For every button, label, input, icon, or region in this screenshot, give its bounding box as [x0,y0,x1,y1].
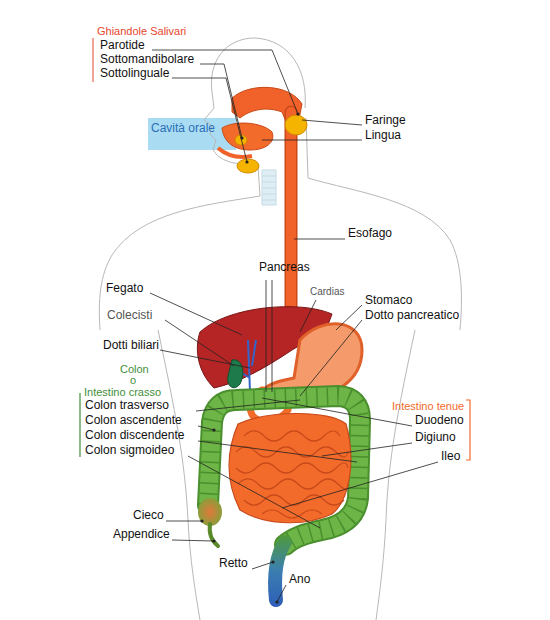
colon-bracket [79,393,80,457]
part-name: Cieco [133,508,164,522]
part-name: Sottolinguale [100,66,169,80]
part-name: Esofago [348,226,392,240]
part-name: Pancreas [259,260,310,274]
jaw [218,148,252,157]
part-name: Dotti biliari [103,338,159,352]
part-name: Digiuno [415,430,456,444]
part-name: Stomaco [365,293,412,307]
colon [208,396,360,545]
part-name: Ileo [441,449,460,463]
small-intestine-bracket [466,400,470,460]
salivary-bracket [93,38,94,82]
tongue [222,123,273,150]
part-name: Appendice [113,527,170,541]
part-name: Parotide [100,38,145,52]
group-heading: o [130,373,136,387]
group-heading: Ghiandole Salivari [97,24,186,38]
trachea [262,170,276,205]
part-name: Lingua [365,128,401,142]
colon-haustra [208,396,360,545]
parotid-gland [285,115,307,135]
part-name: Faringe [365,113,406,127]
region-name: Cavità orale [151,121,215,135]
part-name: Ano [289,572,310,586]
part-name: Cardias [310,285,344,299]
leader-lines [150,50,438,602]
oral-cavity-band [148,118,236,150]
cecum [198,498,222,526]
colon-edge [208,396,360,545]
leader-dots [200,112,299,603]
rectum [275,542,285,600]
group-heading: Intestino tenue [392,399,464,413]
part-name: Retto [219,556,248,570]
part-name: Colon sigmoideo [85,443,174,457]
part-name: Colon trasverso [85,398,169,412]
part-name: Colon ascendente [85,413,182,427]
trachea-rings [262,176,276,200]
part-name: Dotto pancreatico [365,308,459,322]
part-name: Duodeno [415,413,464,427]
group-heading: Colon [120,362,149,376]
group-heading: Intestino crasso [84,385,161,399]
part-name: Colon discendente [85,428,184,442]
part-name: Sottomandibolare [100,52,194,66]
appendix [210,524,218,546]
part-name: Colecisti [107,308,152,322]
sublingual-gland [237,159,259,173]
small-intestine [229,414,351,523]
part-name: Fegato [106,281,143,295]
body-outline [99,38,461,620]
bile-ducts [240,340,256,392]
